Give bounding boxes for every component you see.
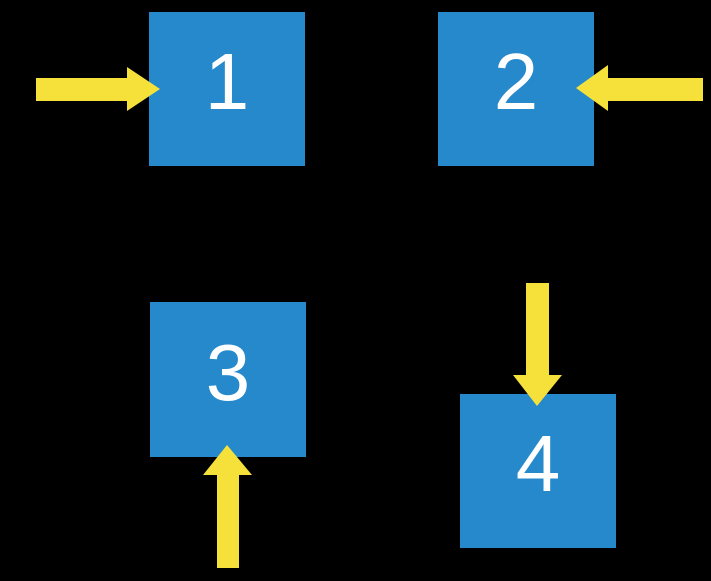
square-2-label: 2 xyxy=(493,37,539,126)
arrow-up-icon xyxy=(203,445,252,568)
arrow-left-icon xyxy=(576,65,703,111)
arrow-right-icon xyxy=(36,67,160,111)
square-4: 4 xyxy=(460,394,616,548)
square-2: 2 xyxy=(438,12,594,166)
square-3: 3 xyxy=(150,302,306,457)
arrow-down-icon xyxy=(513,283,562,406)
square-4-label: 4 xyxy=(515,419,561,508)
square-1: 1 xyxy=(149,12,305,166)
square-3-label: 3 xyxy=(205,327,251,417)
square-1-label: 1 xyxy=(204,37,250,126)
